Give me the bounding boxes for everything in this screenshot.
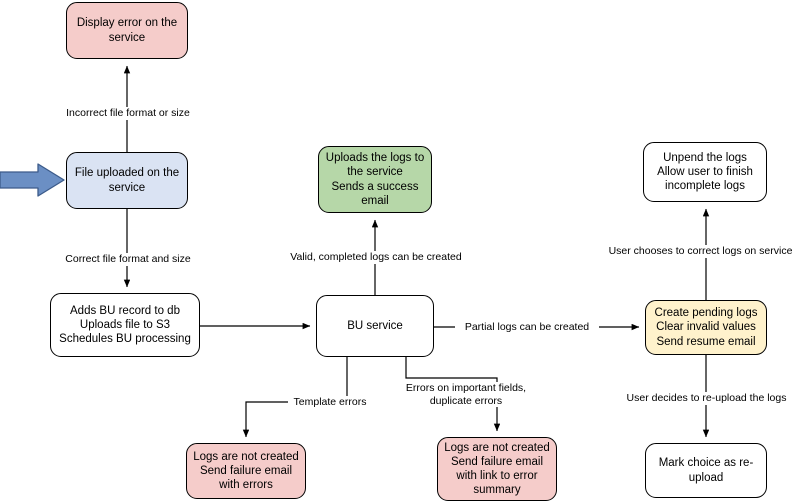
edge-label-correct-file-format: Correct file format and size bbox=[53, 253, 203, 266]
node-uploads-logs[interactable]: Uploads the logs to the service Sends a … bbox=[318, 146, 432, 213]
edge-label-partial-logs: Partial logs can be created bbox=[455, 321, 599, 334]
node-unpend-logs[interactable]: Unpend the logs Allow user to finish inc… bbox=[643, 142, 767, 202]
edge-label-incorrect-file-format: Incorrect file format or size bbox=[52, 107, 204, 120]
node-display-error[interactable]: Display error on the service bbox=[66, 2, 188, 59]
node-file-uploaded[interactable]: File uploaded on the service bbox=[66, 152, 188, 209]
node-mark-choice-reupload[interactable]: Mark choice as re- upload bbox=[645, 443, 767, 498]
node-create-pending-logs[interactable]: Create pending logs Clear invalid values… bbox=[645, 300, 767, 355]
node-logs-not-created-summary[interactable]: Logs are not created Send failure email … bbox=[437, 437, 557, 501]
start-arrow bbox=[0, 163, 65, 197]
edge-label-errors-important-fields: Errors on important fields, duplicate er… bbox=[392, 382, 540, 408]
node-logs-not-created-template[interactable]: Logs are not created Send failure email … bbox=[186, 443, 306, 499]
node-bu-service[interactable]: BU service bbox=[316, 295, 434, 357]
edge-label-user-chooses-correct: User chooses to correct logs on service bbox=[600, 245, 801, 258]
edge-label-template-errors: Template errors bbox=[288, 396, 372, 409]
edge-label-valid-completed-logs: Valid, completed logs can be created bbox=[275, 251, 477, 264]
node-adds-bu-record[interactable]: Adds BU record to db Uploads file to S3 … bbox=[50, 293, 200, 357]
edge-label-user-decides-reupload: User decides to re-upload the logs bbox=[612, 392, 801, 405]
